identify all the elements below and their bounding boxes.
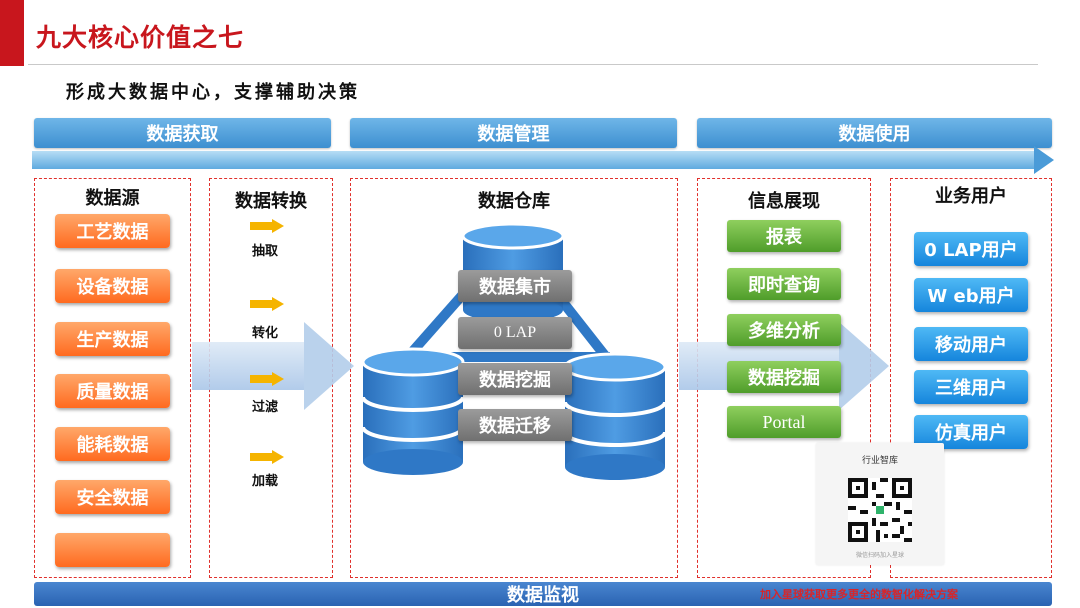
source-item[interactable]: 工艺数据: [55, 214, 170, 248]
phase-usage: 数据使用: [697, 118, 1052, 148]
warehouse-label: 数据挖掘: [458, 363, 572, 395]
display-title: 信息展现: [748, 191, 820, 212]
arrow-right-icon: [250, 372, 284, 386]
big-arrow-left-body: [192, 342, 304, 390]
warehouse-diagram: [361, 222, 667, 480]
qr-title: 行业智库: [861, 456, 898, 466]
user-item[interactable]: W eb用户: [914, 278, 1028, 312]
panel-data-sources: [34, 178, 191, 578]
qr-caption: 微信扫码加入星球: [855, 552, 904, 559]
panel-business-users: [890, 178, 1052, 578]
flow-arrow-head: [1034, 146, 1054, 174]
source-item[interactable]: 设备数据: [55, 269, 170, 303]
transform-title: 数据转换: [235, 191, 307, 212]
arrow-right-icon: [250, 219, 284, 233]
promo-text[interactable]: 加入星球获取更多更全的数智化解决方案: [760, 588, 958, 601]
monitor-label: 数据监视: [507, 585, 579, 606]
page-title: 九大核心价值之七: [36, 23, 245, 52]
display-item[interactable]: 报表: [727, 220, 841, 252]
title-divider: [28, 64, 1038, 65]
warehouse-label: 0 LAP: [458, 317, 572, 349]
user-item[interactable]: 移动用户: [914, 327, 1028, 361]
source-item[interactable]: 质量数据: [55, 374, 170, 408]
arrow-right-icon: [250, 450, 284, 464]
display-item[interactable]: 多维分析: [727, 314, 841, 346]
qr-code-icon: [848, 478, 912, 542]
transform-step: 加载: [252, 474, 279, 489]
warehouse-label: 数据迁移: [458, 409, 572, 441]
phase-acquisition: 数据获取: [34, 118, 331, 148]
users-title: 业务用户: [935, 186, 1007, 207]
monitor-bar: [34, 582, 1052, 606]
source-item[interactable]: 安全数据: [55, 480, 170, 514]
display-item[interactable]: Portal: [727, 406, 841, 438]
transform-step: 过滤: [252, 400, 279, 415]
arrow-right-icon: [250, 297, 284, 311]
warehouse-title: 数据仓库: [478, 191, 550, 212]
transform-step: 抽取: [252, 244, 279, 259]
header-accent-bar: [0, 0, 24, 66]
source-item[interactable]: [55, 533, 170, 567]
page-subtitle: 形成大数据中心，支撑辅助决策: [66, 82, 360, 103]
warehouse-label: 数据集市: [458, 270, 572, 302]
display-item[interactable]: 数据挖掘: [727, 361, 841, 393]
phase-management: 数据管理: [350, 118, 677, 148]
big-arrow-left-head: [304, 322, 354, 410]
user-item[interactable]: 三维用户: [914, 370, 1028, 404]
transform-step: 转化: [252, 326, 279, 341]
user-item[interactable]: 0 LAP用户: [914, 232, 1028, 266]
sources-title: 数据源: [85, 188, 140, 209]
source-item[interactable]: 能耗数据: [55, 427, 170, 461]
big-arrow-right-head: [839, 322, 889, 410]
flow-arrow-bar: [32, 151, 1034, 169]
display-item[interactable]: 即时查询: [727, 268, 841, 300]
source-item[interactable]: 生产数据: [55, 322, 170, 356]
